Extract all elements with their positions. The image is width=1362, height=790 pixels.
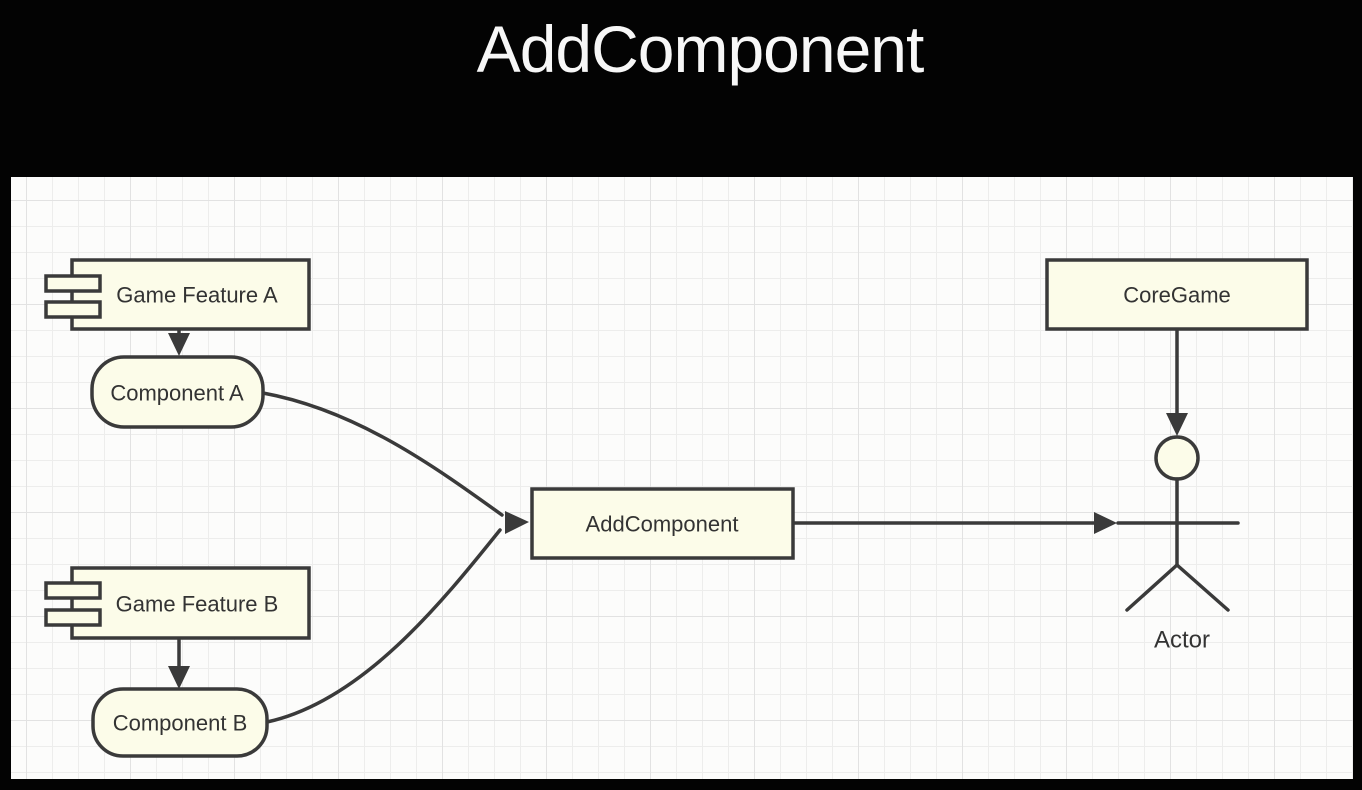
node-game-feature-a: Game Feature A xyxy=(44,258,311,331)
diagram-canvas: Game Feature A Component A Game Feature … xyxy=(11,177,1353,779)
component-tab-icon xyxy=(44,274,102,293)
edge-addcomponent-to-actor xyxy=(791,512,1117,534)
page-title: AddComponent xyxy=(476,12,925,86)
arrowhead-right-icon xyxy=(1094,512,1117,534)
node-actor: Actor xyxy=(1116,435,1240,654)
node-game-feature-b: Game Feature B xyxy=(44,566,311,640)
node-label: Game Feature A xyxy=(116,283,278,308)
component-tab-icon xyxy=(44,581,102,600)
edge-coregame-to-actor xyxy=(1166,327,1188,436)
edge-game-feature-b-to-component-b xyxy=(168,636,190,689)
node-label: Game Feature B xyxy=(116,592,279,617)
arrowhead-down-icon xyxy=(168,666,190,689)
actor-leg-icon xyxy=(1125,563,1179,612)
node-box xyxy=(1045,258,1309,331)
actor-leg-icon xyxy=(1175,563,1230,612)
component-tab-icon xyxy=(44,608,102,627)
edge-component-a-to-addcomponent xyxy=(261,391,504,517)
node-label: Component A xyxy=(110,381,244,406)
node-component-a: Component A xyxy=(90,355,265,429)
edge-curve xyxy=(265,528,502,724)
node-label: Actor xyxy=(1154,627,1210,654)
node-box xyxy=(91,687,269,758)
node-coregame: CoreGame xyxy=(1045,258,1309,331)
node-label: CoreGame xyxy=(1123,283,1231,308)
node-box xyxy=(90,355,265,429)
arrowhead-right-icon xyxy=(505,511,529,534)
edge-curve xyxy=(261,391,504,517)
edge-component-b-to-addcomponent xyxy=(265,528,502,724)
arrowhead-down-icon xyxy=(168,333,190,356)
arrowhead-down-icon xyxy=(1166,413,1188,436)
node-component-b: Component B xyxy=(91,687,269,758)
node-addcomponent: AddComponent xyxy=(530,487,795,560)
component-tab-icon xyxy=(44,300,102,319)
node-label: Component B xyxy=(113,711,248,736)
node-box xyxy=(530,487,795,560)
edge-game-feature-a-to-component-a xyxy=(168,327,190,356)
node-label: AddComponent xyxy=(586,512,739,537)
diagram: Game Feature A Component A Game Feature … xyxy=(44,258,1309,758)
header-bar: AddComponent xyxy=(0,0,1362,177)
actor-head-icon xyxy=(1154,435,1200,481)
node-box xyxy=(70,566,311,640)
node-box xyxy=(70,258,311,331)
